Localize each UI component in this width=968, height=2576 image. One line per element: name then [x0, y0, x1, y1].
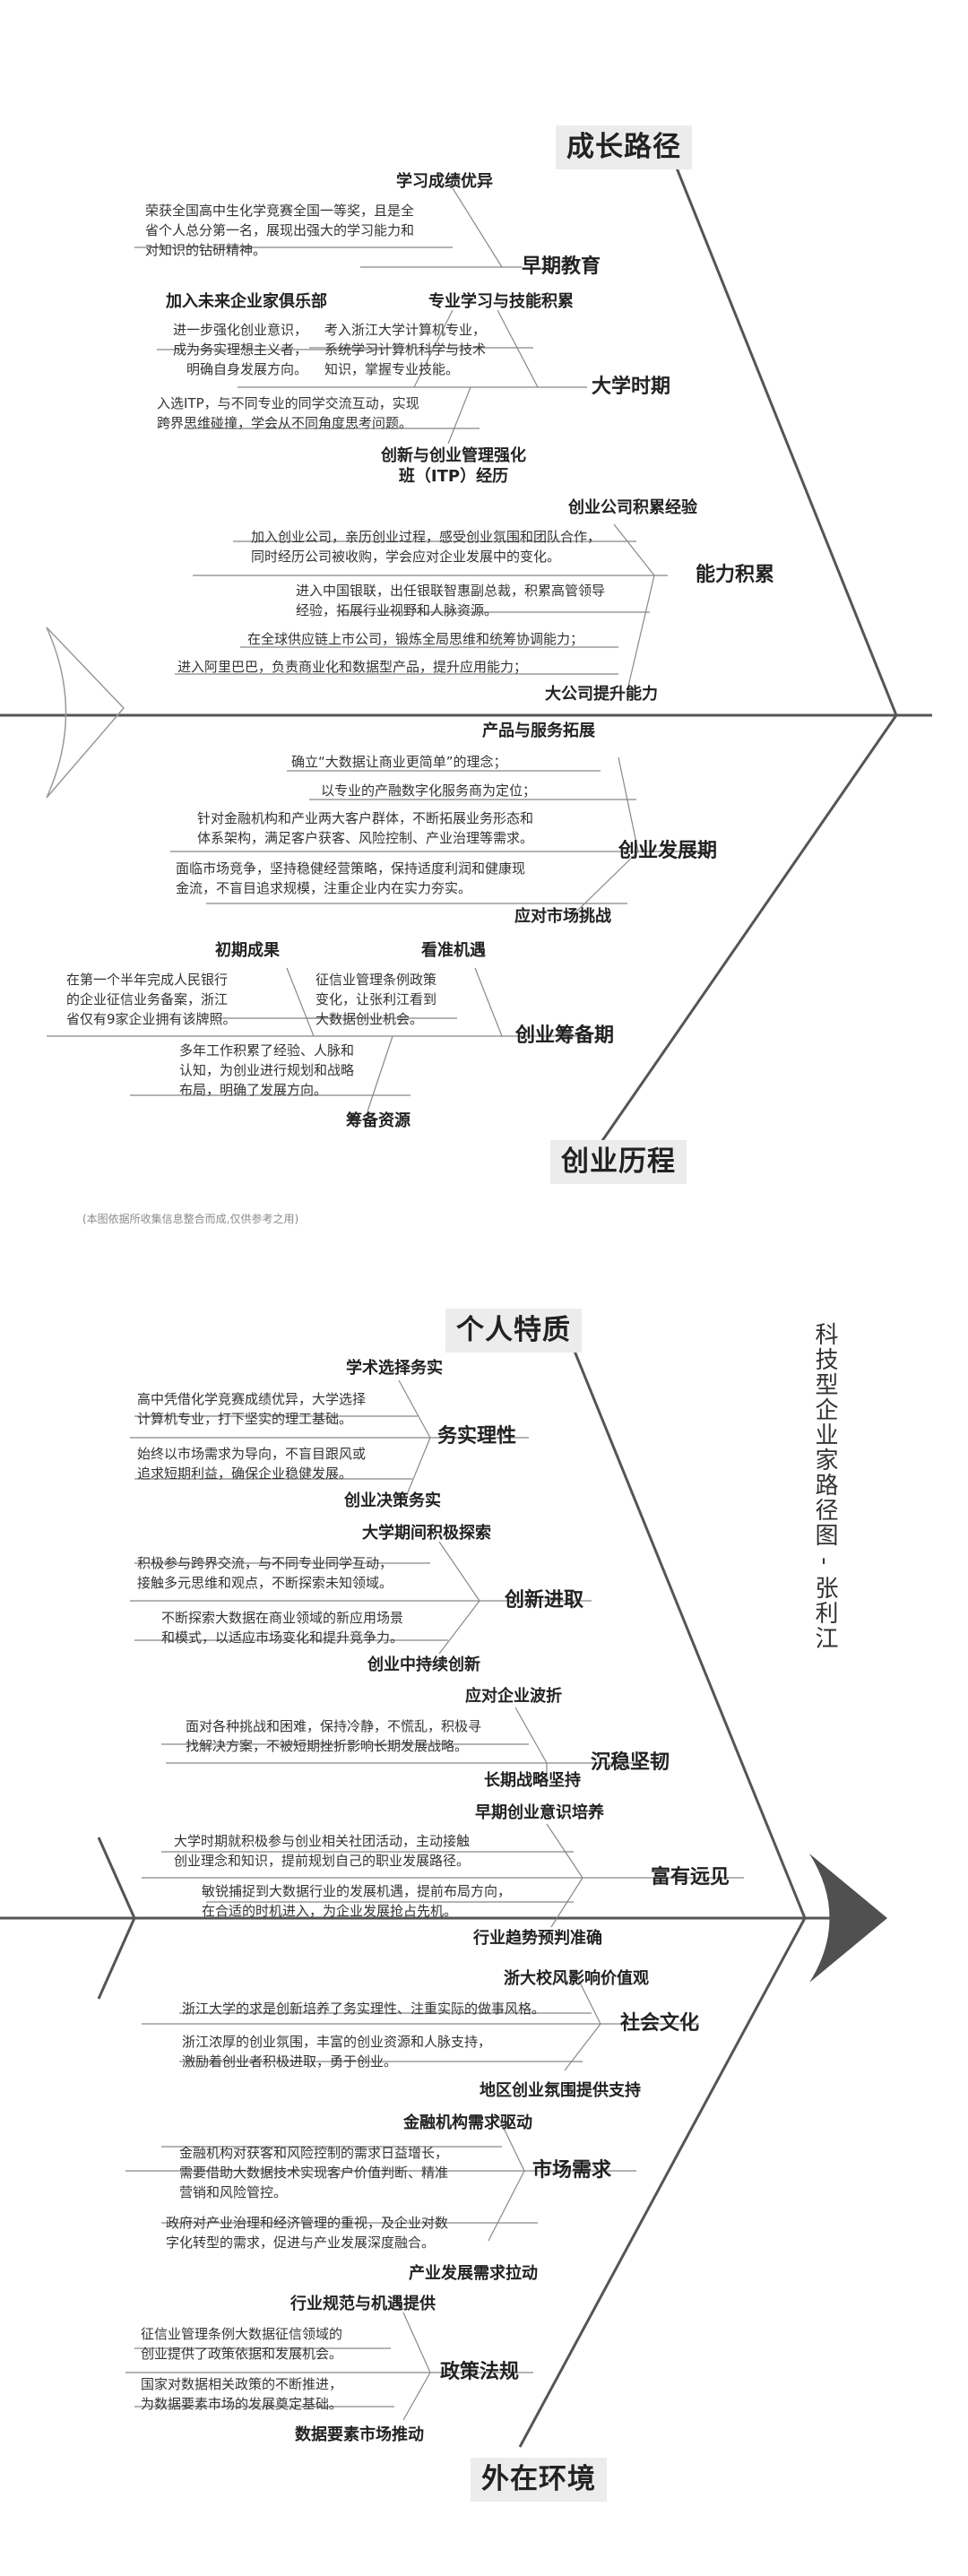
policy-desc2: 国家对数据相关政策的不断推进， 为数据要素市场的发展奠定基础。 — [141, 2376, 343, 2412]
policy-desc1: 征信业管理条例大数据征信领域的 创业提供了政策依据和发展机会。 — [141, 2326, 343, 2362]
upper-bottom-label: 创业历程 — [550, 1140, 687, 1184]
lower-bottom-bone — [518, 1917, 807, 2448]
diagram-title: 科技型企业家路径图 - 张利江 — [811, 1322, 838, 1652]
pragmatic-desc2: 始终以市场需求为导向，不盲目跟风或 追求短期利益，确保企业稳健发展。 — [137, 1446, 367, 1482]
policy-sub2: 数据要素市场推动 — [295, 2425, 424, 2444]
college-desc2: 考入浙江大学计算机专业， 系统学习计算机科学与技术 知识，掌握专业技能。 — [324, 322, 487, 377]
develop-desc2: 以专业的产融数字化服务商为定位； — [321, 782, 537, 799]
ability-desc4: 进入阿里巴巴，负责商业化和数据型产品，提升应用能力； — [177, 659, 528, 675]
ability-sub2: 大公司提升能力 — [545, 685, 658, 704]
college-sub1: 加入未来企业家俱乐部 — [166, 292, 327, 311]
culture-sub1: 浙大校风影响价值观 — [504, 1969, 649, 1988]
early-sub1: 学习成绩优异 — [396, 172, 493, 191]
market-category: 市场需求 — [532, 2159, 612, 2182]
vision-desc1: 大学时期就积极参与创业相关社团活动，主动接触 创业理念和知识，提前规划自己的职业… — [174, 1833, 471, 1869]
culture-desc2: 浙江浓厚的创业氛围，丰富的创业资源和人脉支持， 激励着创业者积极进取，勇于创业。 — [182, 2034, 492, 2070]
ability-sub1: 创业公司积累经验 — [568, 498, 697, 517]
innovative-category: 创新进取 — [505, 1589, 584, 1612]
develop-desc3: 针对金融机构和产业两大客户群体，不断拓展业务形态和 体系架构，满足客户获客、风险… — [197, 810, 534, 846]
college-sub2: 专业学习与技能积累 — [428, 292, 574, 311]
lower-bottom-label: 外在环境 — [471, 2458, 607, 2502]
early-desc1: 荣获全国高中生化学竞赛全国一等奖，且是全 省个人总分第一名，展现出强大的学习能力… — [145, 203, 415, 258]
develop-desc4: 面临市场竞争，坚持稳健经营策略，保持适度利润和健康现 金流，不盲目追求规模，注重… — [176, 860, 526, 896]
culture-desc1: 浙江大学的求是创新培养了务实理性、注重实际的做事风格。 — [182, 2001, 546, 2017]
vision-sub1: 早期创业意识培养 — [475, 1803, 604, 1822]
vision-sub2: 行业趋势预判准确 — [473, 1929, 602, 1948]
calm-desc1: 面对各种挑战和困难，保持冷静，不慌乱，积极寻 找解决方案，不被短期挫折影响长期发… — [186, 1718, 482, 1754]
policy-sub1: 行业规范与机遇提供 — [290, 2295, 436, 2313]
college-category: 大学时期 — [592, 376, 671, 398]
prep-desc3: 多年工作积累了经验、人脉和 认知，为创业进行规划和战略 布局，明确了发展方向。 — [179, 1042, 355, 1098]
fish-tail-outline — [46, 627, 125, 799]
market-desc2: 政府对产业治理和经济管理的重视，及企业对数 字化转型的需求，促进与产业发展深度融… — [166, 2215, 449, 2251]
college-sub3: 创新与创业管理强化 班（ITP）经历 — [381, 446, 526, 486]
prep-desc1: 在第一个半年完成人民银行 的企业征信业务备案，浙江 省仅有9家企业拥有该牌照。 — [66, 972, 237, 1027]
calm-sub1: 应对企业波折 — [465, 1687, 562, 1706]
pragmatic-sub2: 创业决策务实 — [344, 1491, 441, 1510]
upper-top-bone — [672, 160, 898, 716]
innovative-desc2: 不断探索大数据在商业领域的新应用场景 和模式，以适应市场变化和提升竞争力。 — [161, 1610, 404, 1646]
early-category: 早期教育 — [522, 255, 601, 278]
culture-category: 社会文化 — [620, 2012, 700, 2035]
calm-sub2: 长期战略坚持 — [484, 1771, 581, 1790]
policy-category: 政策法规 — [440, 2361, 520, 2383]
pragmatic-sub1: 学术选择务实 — [346, 1359, 443, 1378]
innovative-sub1: 大学期间积极探索 — [362, 1524, 491, 1543]
calm-category: 沉稳坚韧 — [591, 1751, 670, 1774]
prep-sub2: 看准机遇 — [421, 941, 486, 960]
market-sub1: 金融机构需求驱动 — [403, 2114, 532, 2132]
lower-top-label: 个人特质 — [445, 1309, 582, 1353]
prep-desc2: 征信业管理条例政策 变化，让张利江看到 大数据创业机会。 — [315, 972, 437, 1027]
ability-desc2: 进入中国银联，出任银联智惠副总裁，积累高管领导 经验，拓展行业视野和人脉资源。 — [296, 583, 606, 618]
fish-head-arrow — [809, 1854, 887, 1983]
college-desc1: 进一步强化创业意识， 成为务实理想主义者， 明确自身发展方向。 — [172, 322, 307, 377]
vision-category: 富有远见 — [651, 1866, 730, 1889]
innovative-sub2: 创业中持续创新 — [367, 1655, 480, 1674]
culture-sub2: 地区创业氛围提供支持 — [480, 2081, 641, 2100]
market-sub2: 产业发展需求拉动 — [409, 2264, 538, 2283]
ability-category: 能力积累 — [696, 564, 775, 586]
ability-desc3: 在全球供应链上市公司，锻炼全局思维和统筹协调能力； — [247, 631, 584, 647]
develop-desc1: 确立“大数据让商业更简单”的理念； — [291, 754, 507, 770]
prep-sub3: 筹备资源 — [346, 1111, 411, 1130]
develop-category: 创业发展期 — [618, 840, 718, 862]
vision-desc2: 敏锐捕捉到大数据行业的发展机遇，提前布局方向， 在合适的时机进入，为企业发展抢占… — [202, 1883, 512, 1919]
prep-category: 创业筹备期 — [515, 1024, 615, 1047]
innovative-desc1: 积极参与跨界交流，与不同专业同学互动， 接触多元思维和观点，不断探索未知领域。 — [137, 1555, 393, 1591]
prep-sub1: 初期成果 — [215, 941, 280, 960]
ability-desc1: 加入创业公司，亲历创业过程，感受创业氛围和团队合作， 同时经历公司被收购，学会应… — [251, 529, 601, 565]
lower-top-bone — [570, 1344, 807, 1919]
develop-sub2: 应对市场挑战 — [514, 907, 611, 926]
upper-top-label: 成长路径 — [556, 125, 692, 169]
college-desc3: 入选ITP，与不同专业的同学交流互动，实现 跨界思维碰撞，学会从不同角度思考问题… — [157, 395, 419, 431]
source-note: (本图依据所收集信息整合而成,仅供参考之用) — [82, 1213, 299, 1225]
pragmatic-desc1: 高中凭借化学竞赛成绩优异，大学选择 计算机专业，打下坚实的理工基础。 — [137, 1391, 367, 1427]
develop-sub1: 产品与服务拓展 — [482, 722, 595, 740]
upper-bottom-bone — [590, 714, 898, 1157]
pragmatic-category: 务实理性 — [437, 1425, 517, 1448]
market-desc1: 金融机构对获客和风险控制的需求日益增长， 需要借助大数据技术实现客户价值判断、精… — [179, 2145, 449, 2200]
